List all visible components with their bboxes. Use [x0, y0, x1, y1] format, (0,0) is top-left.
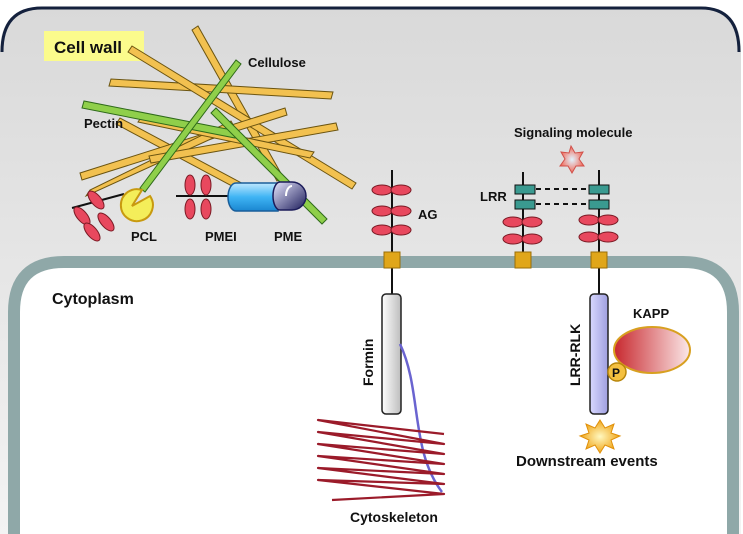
- lrr-label: LRR: [480, 189, 507, 204]
- ag-residue: [371, 184, 393, 196]
- pectin-residue: [97, 212, 115, 232]
- pectin-residue: [200, 174, 212, 196]
- lrr-domain: [514, 199, 536, 210]
- signaling-molecule-star: [559, 144, 585, 175]
- kapp-protein: [613, 326, 691, 374]
- ag-formin: [371, 170, 412, 415]
- lrr-rlk-label: LRR-RLK: [567, 324, 583, 386]
- downstream-burst: [578, 419, 622, 454]
- pmei-label: PMEI: [205, 229, 237, 244]
- ag-residue: [390, 184, 412, 196]
- cytoskeleton-label: Cytoskeleton: [350, 509, 438, 525]
- cytoskeleton-coil: [316, 418, 446, 502]
- lrr-rlk-bar: [589, 293, 609, 415]
- pectin-residue: [83, 222, 101, 242]
- pectin-label: Pectin: [84, 116, 123, 131]
- ag-residue: [390, 224, 412, 236]
- signaling-molecule-label: Signaling molecule: [514, 125, 632, 140]
- downstream-events-label: Downstream events: [516, 453, 658, 470]
- membrane-anchor: [383, 251, 401, 269]
- membrane-anchor: [514, 251, 532, 269]
- pectin-residue: [200, 198, 212, 220]
- cytoskeleton: [316, 343, 446, 502]
- formin-label: Formin: [360, 339, 376, 386]
- lrr-domain: [588, 199, 610, 210]
- pcl-label: PCL: [131, 229, 157, 244]
- ag-residue: [390, 205, 412, 217]
- pectin-residue: [184, 174, 196, 196]
- cellulose-label: Cellulose: [248, 55, 306, 70]
- pme-complex: [176, 174, 307, 220]
- ag-residue: [371, 224, 393, 236]
- plasma-membrane: [8, 256, 739, 534]
- pectin-residue: [184, 198, 196, 220]
- lrr-domain: [514, 184, 536, 195]
- cell-wall-outline: [0, 6, 741, 53]
- cytoplasm-label: Cytoplasm: [52, 291, 134, 308]
- cell-wall-label: Cell wall: [54, 38, 122, 57]
- pcl-enzyme: [119, 188, 154, 223]
- formin-bar: [381, 293, 402, 415]
- pme-label: PME: [274, 229, 303, 244]
- phospho-label: P: [612, 366, 620, 380]
- pme-enzyme: [272, 181, 307, 211]
- lrr-domain: [588, 184, 610, 195]
- kapp-label: KAPP: [633, 306, 669, 321]
- ag-label: AG: [418, 207, 438, 222]
- pcl-complex: [71, 188, 154, 242]
- phosphate-group: [607, 362, 627, 382]
- membrane-anchor: [590, 251, 608, 269]
- pmei-cylinder: [227, 182, 279, 212]
- lrr-receptors: [502, 170, 619, 415]
- ag-residue: [371, 205, 393, 217]
- cell-wall-label-bg: [44, 31, 144, 61]
- pectin-residue: [87, 190, 105, 210]
- actin-filament: [398, 343, 443, 493]
